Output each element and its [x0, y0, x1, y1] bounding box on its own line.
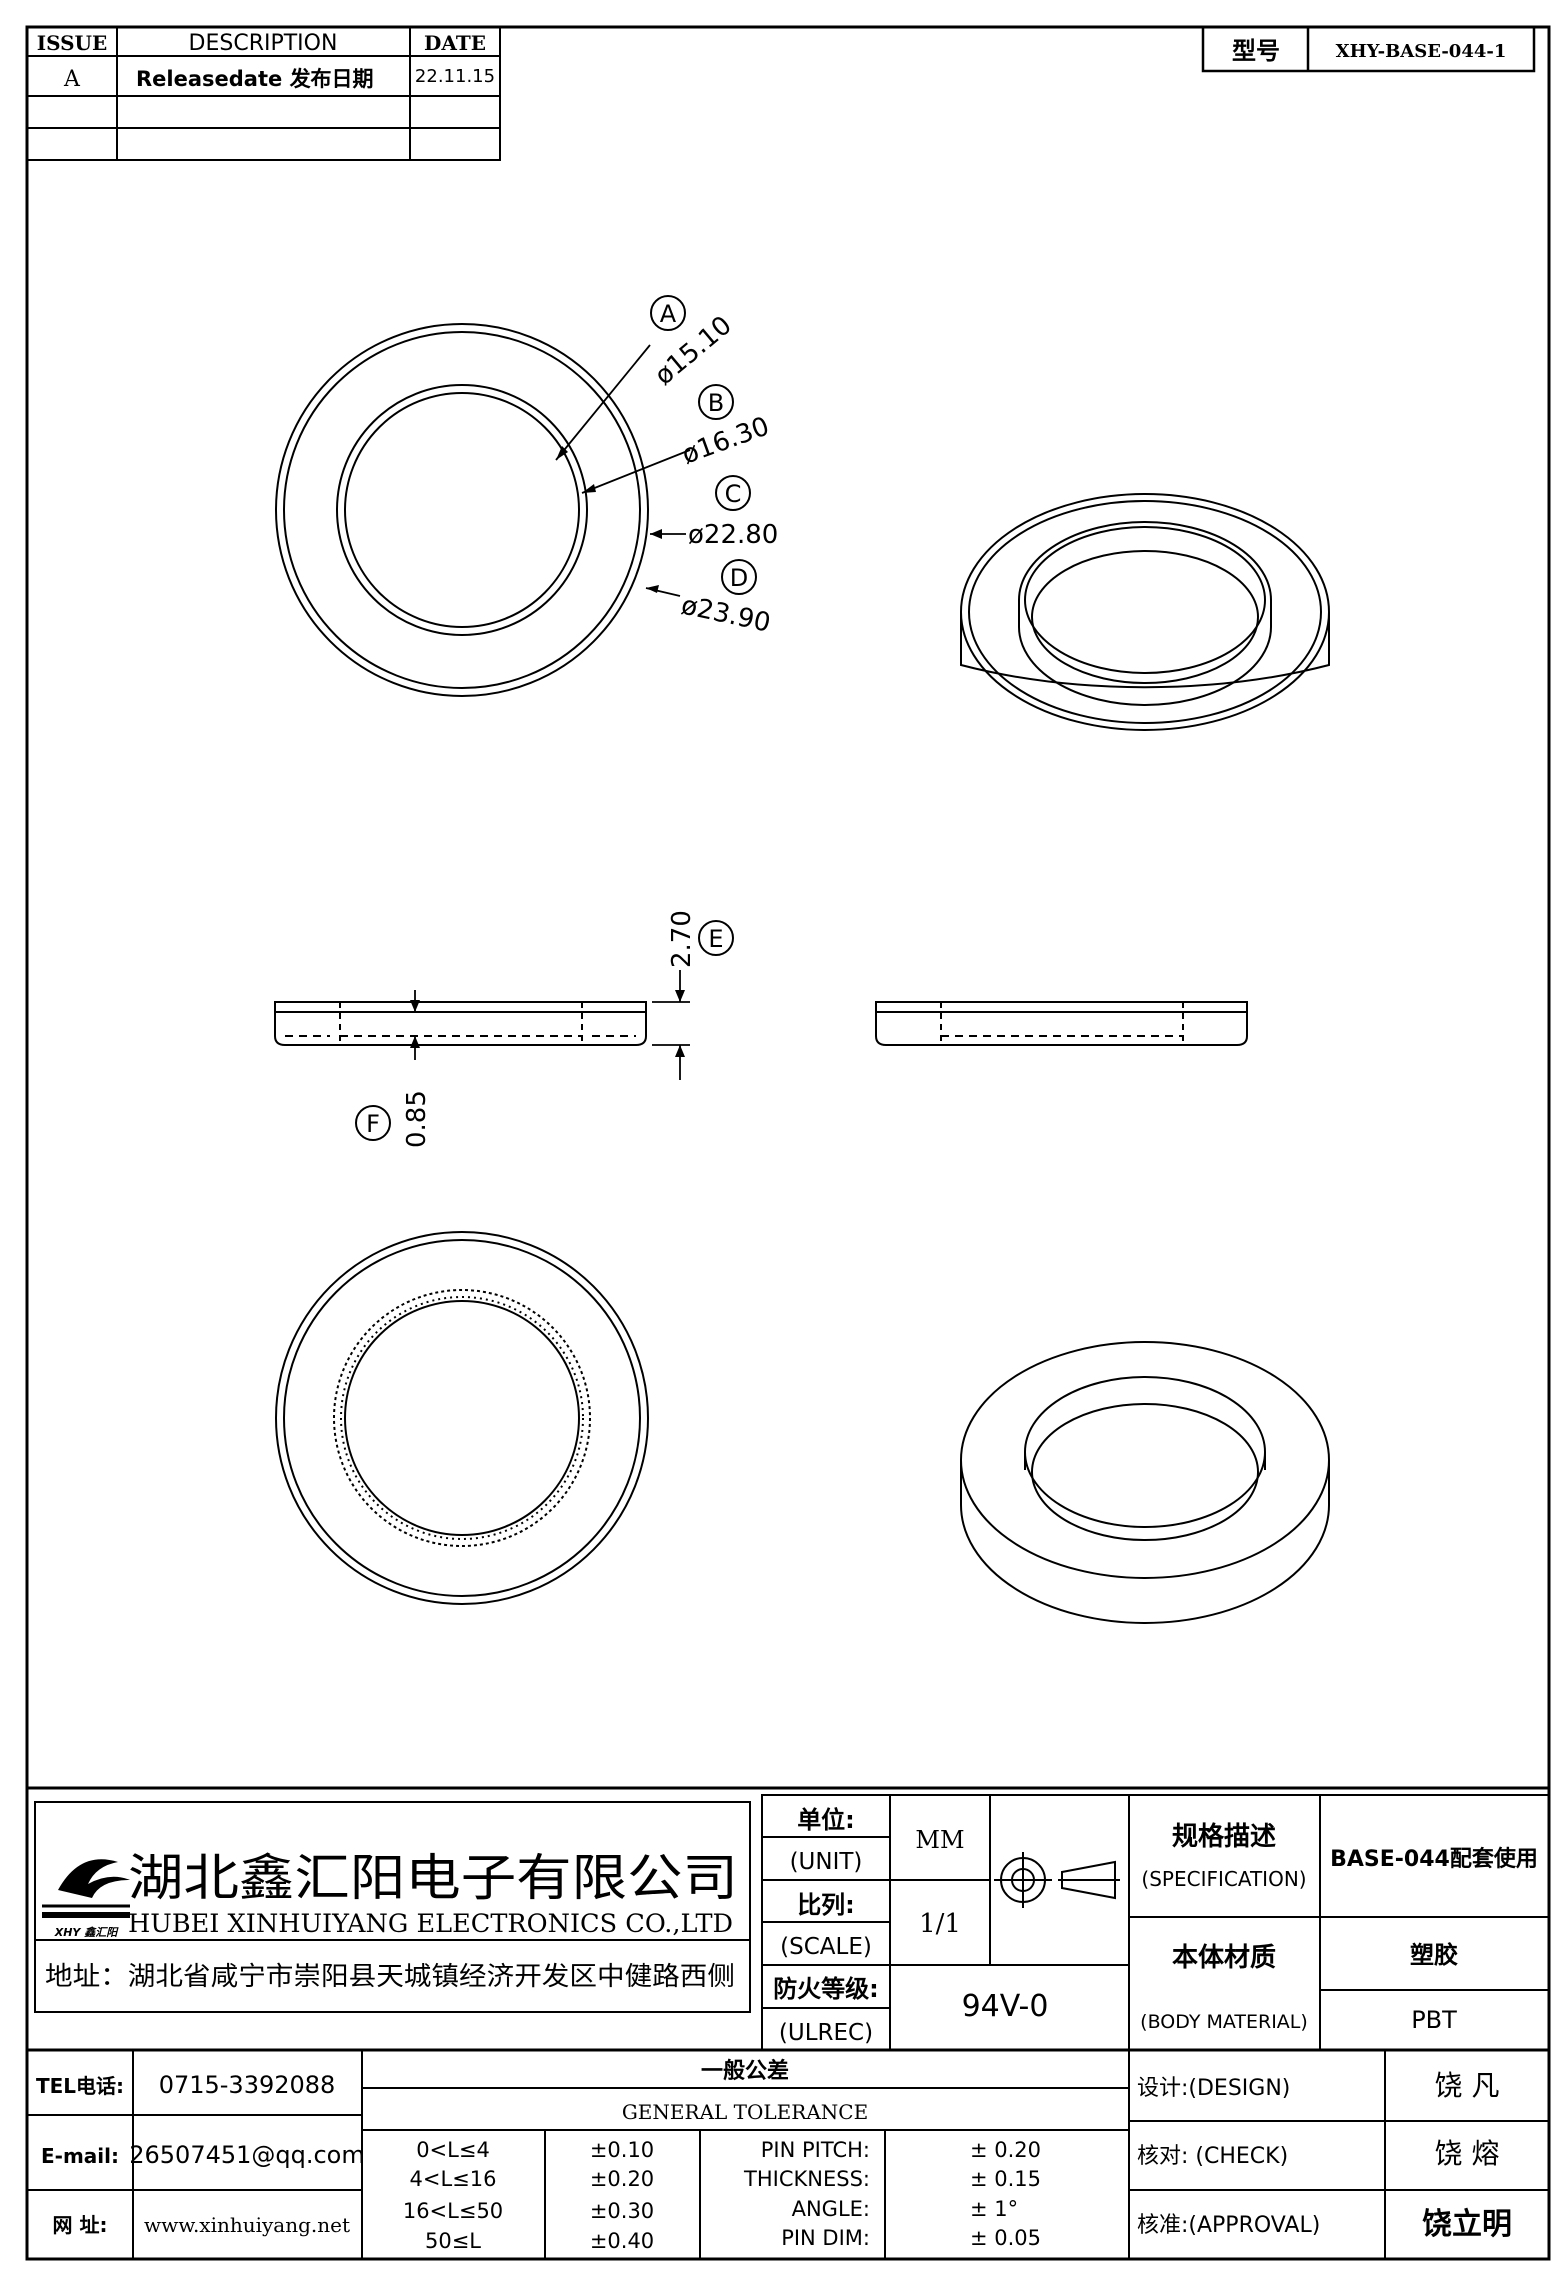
side-view-right [875, 1001, 1248, 1046]
tol-range-4: 50≤L [425, 2229, 481, 2253]
balloon-b [698, 384, 734, 420]
tol-range-2: 4<L≤16 [410, 2167, 497, 2191]
approval-design-label: 设计:(DESIGN) [1137, 2076, 1290, 2101]
rev-row-issue: A [63, 67, 81, 92]
rev-row-date: 22.11.15 [415, 66, 495, 87]
tol-range-3: 16<L≤50 [403, 2199, 503, 2223]
tol-value-2: ±0.20 [590, 2167, 654, 2191]
company-name-en: HUBEI XINHUIYANG ELECTRONICS CO.,LTD [128, 1909, 733, 1938]
dimension-e-f-arrows [410, 990, 685, 1057]
dim-f-value: 0.85 [402, 1090, 432, 1148]
email-value: 26507451@qq.com [129, 2141, 365, 2169]
company-logo-icon [42, 1859, 130, 1918]
company-panel [34, 1801, 751, 2013]
ulrec-value: 94V-0 [962, 1989, 1049, 2024]
ulrec-label-en: (ULREC) [779, 2020, 873, 2046]
balloon-c-letter: C [725, 480, 742, 508]
material-label-en: (BODY MATERIAL) [1140, 2011, 1308, 2033]
tolerance-title-cn: 一般公差 [701, 2058, 789, 2084]
model-box [1201, 25, 1536, 73]
scale-label-en: (SCALE) [780, 1934, 872, 1960]
balloon-f [355, 1105, 391, 1141]
material-value-en: PBT [1411, 2006, 1457, 2034]
spec-label-en: (SPECIFICATION) [1141, 1867, 1306, 1891]
special-name-3: ANGLE: [792, 2197, 870, 2221]
tol-range-1: 0<L≤4 [416, 2138, 490, 2162]
dimension-e-f [414, 970, 690, 1080]
balloon-d-letter: D [730, 564, 748, 592]
balloon-f-letter: F [366, 1110, 380, 1138]
rev-row-description: Releasedate 发布日期 [136, 67, 374, 91]
tel-value: 0715-3392088 [159, 2071, 336, 2099]
projection-symbol-icon [994, 1852, 1120, 1908]
approval-approve-label: 核准:(APPROVAL) [1137, 2213, 1320, 2238]
special-name-1: PIN PITCH: [761, 2138, 870, 2162]
top-view-outline [275, 323, 649, 697]
model-value: XHY-BASE-044-1 [1336, 41, 1507, 62]
unit-label-en: (UNIT) [790, 1849, 863, 1875]
sheet-border [25, 25, 1551, 2261]
balloon-b-letter: B [708, 389, 724, 417]
iso-view-top [960, 493, 1330, 731]
ulrec-label-cn: 防火等级: [773, 1975, 879, 2003]
iso-view-bottom [960, 1341, 1330, 1624]
special-tol-2: ± 0.15 [970, 2167, 1041, 2191]
bottom-view-outline [275, 1231, 649, 1605]
bottom-grid [27, 2050, 1549, 2259]
side-view-left [274, 1001, 647, 1046]
web-label: 网 址: [53, 2213, 108, 2237]
balloon-e [698, 920, 734, 956]
dim-e-value: 2.70 [667, 910, 697, 968]
material-value-cn: 塑胶 [1410, 1941, 1458, 1969]
scale-label-cn: 比列: [797, 1891, 855, 1919]
rev-header-date: DATE [424, 31, 486, 55]
model-label: 型号 [1232, 37, 1280, 65]
tel-label: TEL电话: [36, 2074, 124, 2098]
rev-header-issue: ISSUE [37, 31, 108, 55]
special-tol-1: ± 0.20 [970, 2138, 1041, 2162]
unit-label-cn: 单位: [797, 1806, 855, 1834]
balloon-a [650, 295, 686, 331]
spec-value: BASE-044配套使用 [1330, 1846, 1538, 1872]
dim-d-value: ø23.90 [679, 591, 774, 639]
special-name-2: THICKNESS: [743, 2167, 870, 2191]
approval-check-label: 核对: (CHECK) [1137, 2144, 1288, 2169]
balloon-c [715, 475, 751, 511]
tolerance-title-en: GENERAL TOLERANCE [622, 2100, 868, 2124]
email-label: E-mail: [41, 2144, 119, 2168]
dimension-leaders [555, 344, 691, 597]
rev-header-description: DESCRIPTION [189, 31, 338, 56]
web-value: www.xinhuiyang.net [144, 2213, 350, 2237]
company-logo-text: XHY 鑫汇阳 [54, 1926, 119, 1939]
approval-design-name: 饶 凡 [1435, 2069, 1500, 2102]
spec-material-grid [1128, 1794, 1550, 2051]
approval-check-name: 饶 熔 [1435, 2137, 1500, 2170]
tol-value-4: ±0.40 [590, 2229, 654, 2253]
balloon-e-letter: E [708, 925, 723, 953]
revision-table [26, 26, 501, 161]
company-address: 地址：湖北省咸宁市崇阳县天城镇经济开发区中健路西侧 [45, 1962, 735, 1992]
special-tol-4: ± 0.05 [970, 2226, 1041, 2250]
dim-b-value: ø16.30 [678, 411, 773, 470]
dim-c-value: ø22.80 [688, 520, 778, 550]
spec-label-cn: 规格描述 [1172, 1821, 1276, 1852]
tol-value-3: ±0.30 [590, 2199, 654, 2223]
company-name-cn: 湖北鑫汇阳电子有限公司 [128, 1849, 738, 1907]
dimension-arrowheads [556, 446, 662, 593]
material-label-cn: 本体材质 [1172, 1943, 1276, 1973]
special-tol-3: ± 1° [970, 2197, 1018, 2221]
balloon-a-letter: A [660, 300, 677, 328]
unit-value: MM [915, 1826, 964, 1854]
special-name-4: PIN DIM: [781, 2226, 870, 2250]
balloon-d [721, 559, 757, 595]
approval-approve-name: 饶立明 [1422, 2207, 1512, 2242]
scale-value: 1/1 [919, 1909, 961, 1939]
tol-value-1: ±0.10 [590, 2138, 654, 2162]
